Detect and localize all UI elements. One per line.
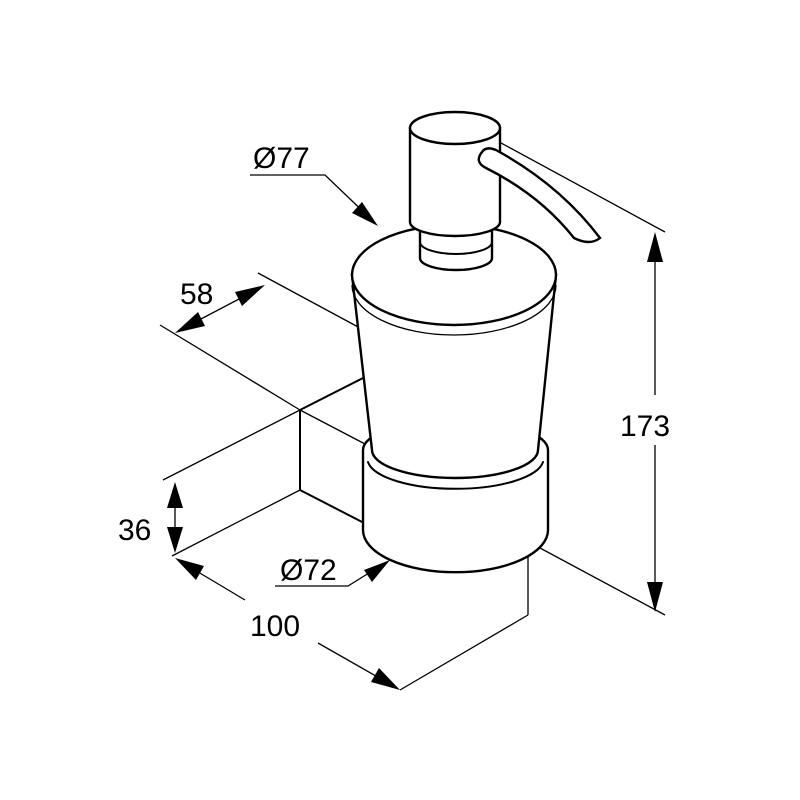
dimension-58: 58 [175,278,265,333]
dimension-diameter-77: Ø77 [250,142,378,226]
bottle [350,223,558,480]
dimension-36: 36 [118,482,183,553]
pump [408,110,602,272]
dimension-diameter-72: Ø72 [275,554,390,587]
dimension-label-58: 58 [180,278,213,311]
dimension-label-36: 36 [118,514,151,547]
dimension-label-diameter-77: Ø77 [253,142,310,175]
dimension-label-173: 173 [620,410,670,443]
dimension-label-100: 100 [250,610,300,643]
dimension-173: 173 [620,232,670,612]
dimension-label-diameter-72: Ø72 [280,554,337,587]
dimension-100: 100 [175,558,400,690]
